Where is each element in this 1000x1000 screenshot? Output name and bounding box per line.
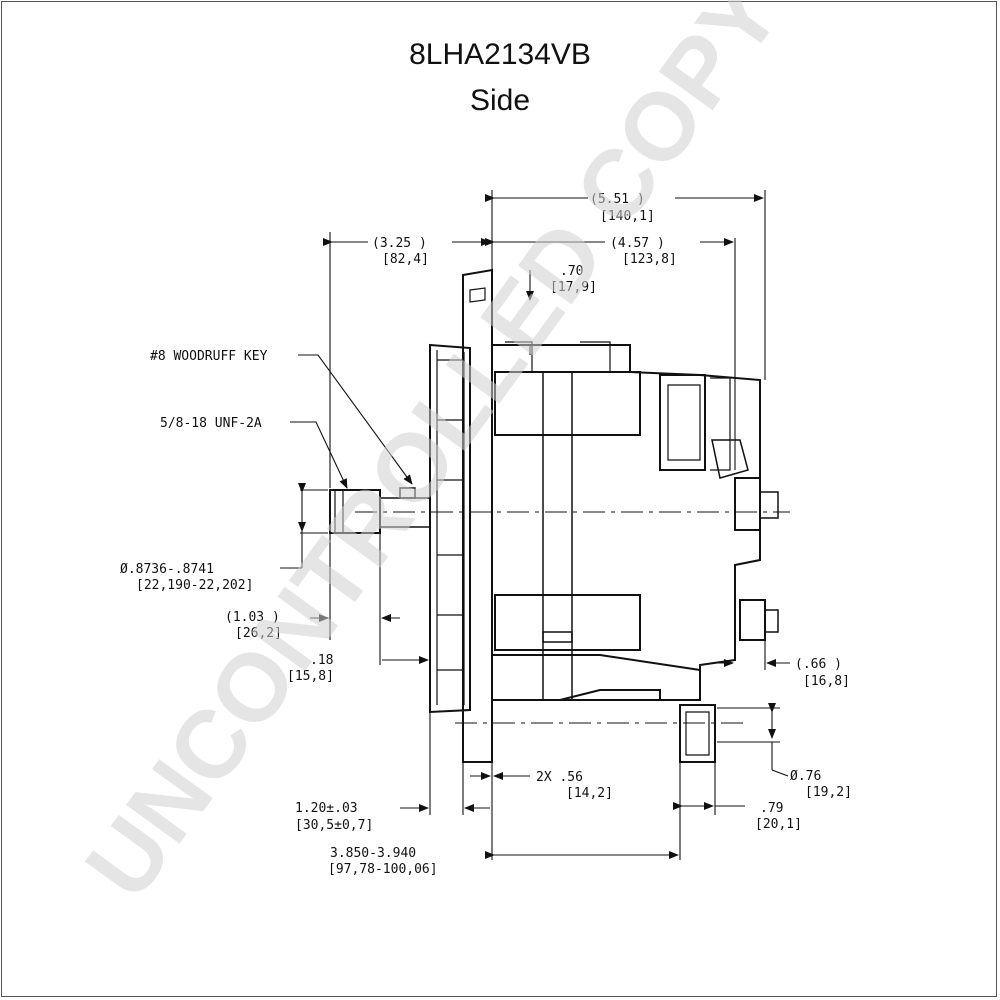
dim-terminal-in: (.66 ) [795, 657, 842, 672]
dim-foot-in: .79 [760, 801, 783, 816]
dim-pulley-mm: [82,4] [382, 252, 429, 267]
dim-span-in: 3.850-3.940 [330, 846, 416, 861]
dim-slot-in: 2X .56 [536, 770, 583, 785]
dimension-labels: (5.51 ) [140,1] (3.25 ) [82,4] (4.57 ) [… [120, 192, 852, 877]
dimension-lines [280, 190, 790, 860]
dim-mount-dia-mm: [19,2] [805, 785, 852, 800]
dim-overall-mm: [140,1] [600, 209, 655, 224]
dim-slot-mm: [14,2] [566, 786, 613, 801]
dim-shaft-len-in: (1.03 ) [225, 610, 280, 625]
dim-body-in: (4.57 ) [610, 236, 665, 251]
centerlines [355, 511, 790, 724]
callout-woodruff-key: #8 WOODRUFF KEY [150, 349, 268, 364]
dim-overall-in: (5.51 ) [590, 192, 645, 207]
dim-span-mm: [97,78-100,06] [328, 862, 438, 877]
dim-shaft-dia-mm: [22,190-22,202] [136, 578, 253, 593]
drawing-title: 8LHA2134VB [409, 38, 591, 71]
dim-terminal-mm: [16,8] [803, 674, 850, 689]
dim-flange-in: 1.20±.03 [295, 801, 358, 816]
dim-body-mm: [123,8] [622, 252, 677, 267]
dim-mount-dia-in: Ø.76 [790, 769, 821, 784]
dim-foot-mm: [20,1] [755, 817, 802, 832]
dim-top-offset-mm: [17,9] [550, 280, 597, 295]
dim-shaft-len-mm: [26,2] [235, 626, 282, 641]
dim-top-offset-in: .70 [560, 264, 583, 279]
dim-nose-in: .18 [310, 653, 333, 668]
dim-flange-mm: [30,5±0,7] [295, 818, 373, 833]
dim-pulley-in: (3.25 ) [372, 236, 427, 251]
alternator-outline [329, 268, 779, 763]
dim-shaft-dia-in: Ø.8736-.8741 [120, 562, 214, 577]
drawing-view-label: Side [469, 84, 531, 117]
dim-nose-mm: [15,8] [287, 669, 334, 684]
uncontrolled-copy-watermark: UNCONTROLLED COPY [65, 0, 800, 917]
callout-thread: 5/8-18 UNF-2A [160, 416, 262, 431]
